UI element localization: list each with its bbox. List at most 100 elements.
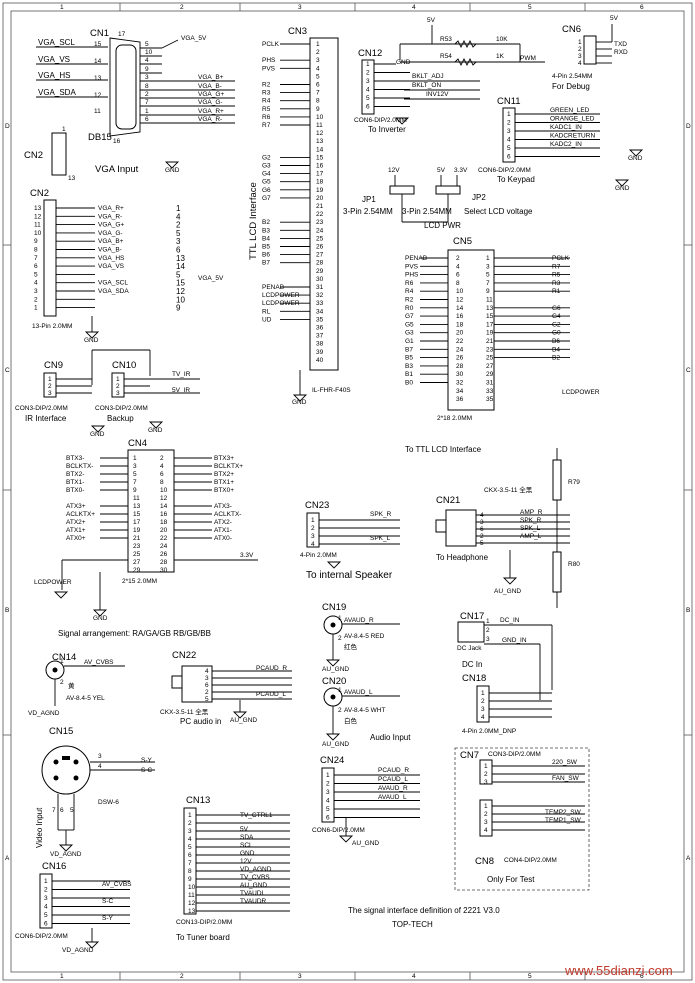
cn7-part: CON3-DIP/2.0MM	[488, 751, 541, 758]
cn4-left-net: BTX3-	[66, 455, 84, 462]
cn2b-pin-number: 9	[34, 238, 38, 245]
cn2b-map-number: 2	[176, 221, 181, 230]
cn3-pin-number: 17	[316, 171, 324, 178]
cn11-pin-number: 1	[507, 111, 511, 118]
cn24-ref: CN24	[320, 755, 344, 766]
cn11-caption: To Keypad	[497, 175, 535, 184]
cn17-dc-jack: CN17 DC Jack DC In DC_IN GND_IN 1 2 3	[457, 611, 553, 700]
cn7-net-fansw: FAN_SW	[552, 775, 580, 782]
cn21-caption: To Headphone	[436, 553, 489, 562]
cn12-net: BKLT_ON	[412, 82, 441, 89]
cn5-right-pin: 5	[486, 272, 490, 279]
cn4-right-pin: 28	[160, 559, 168, 566]
cn1-pin-number: 9	[145, 66, 149, 73]
ground-icon	[84, 941, 100, 949]
cn3-pin-number: 21	[316, 203, 324, 210]
cn3-net: G2	[262, 154, 271, 161]
gnd-label: GND	[93, 615, 108, 622]
cn5-left-net: G5	[405, 321, 414, 328]
cn3-net: PVS	[262, 65, 276, 72]
cn4-right-pin: 30	[160, 567, 168, 574]
cn4-right-net: BTX0+	[214, 487, 234, 494]
cn2b-pin-number: 4	[34, 280, 38, 287]
cn6-pin-number: 1	[578, 39, 582, 46]
cn13-caption: To Tuner board	[176, 933, 230, 942]
cn5-left-pin: 22	[456, 338, 464, 345]
cn4-right-pin: 8	[160, 479, 164, 486]
cn12-pin-number: 4	[366, 87, 370, 94]
cn24-pin-number: 3	[326, 789, 330, 796]
watermark: www.55dianzi.com	[564, 963, 673, 978]
cn5-right-pin: 29	[486, 371, 494, 378]
cn9-rows: 123	[48, 376, 92, 397]
cn5-left-net: G1	[405, 338, 414, 345]
cn6-vcc: 5V	[610, 15, 619, 22]
jp-lcd-pwr: LCD PWR	[424, 221, 461, 230]
cn13-ref: CN13	[186, 795, 210, 806]
cn7-net-220sw: 220_SW	[552, 759, 578, 766]
gnd-label: GND	[165, 167, 180, 174]
r53-value: 10K	[496, 36, 508, 43]
cn5-left-net: R4	[405, 288, 414, 295]
cn4-left-net: ATX0+	[66, 535, 86, 542]
cn3-net: B2	[262, 219, 270, 226]
cn1-right-net: VGA_G+	[198, 91, 224, 98]
cn5-part: 2*18 2.0MM	[437, 415, 472, 422]
cn2b-net: VGA_B+	[98, 238, 124, 245]
gnd-label: GND	[90, 431, 105, 438]
cn13-net: SCL	[240, 842, 253, 849]
cn5-left-net: R2	[405, 297, 414, 304]
cn21-pin-number: 6	[480, 526, 484, 533]
cn4-right-pin: 24	[160, 543, 168, 550]
footer-title: The signal interface definition of 2221 …	[348, 906, 500, 915]
cn21-part: CKX-3.5-11 全黑	[484, 485, 533, 494]
cn23-pin-number: 3	[311, 533, 315, 540]
cn2b-pin-number: 3	[34, 288, 38, 295]
cn1-pin-number: 1	[145, 108, 149, 115]
cn1-net-5v: VGA_5V	[181, 35, 207, 42]
cn3-net: PENAB	[262, 284, 284, 291]
ground-icon	[326, 561, 342, 569]
cn4-right-pin: 26	[160, 551, 168, 558]
cn18-ref: CN18	[462, 673, 486, 684]
cn21-pin-number: 5	[480, 540, 484, 547]
cn1-pin-number: 7	[145, 99, 149, 106]
cn22-ref: CN22	[172, 650, 196, 661]
cn4-left-net: ATX1+	[66, 527, 86, 534]
cn3-pin-number: 2	[316, 49, 320, 56]
cn1-pin-number: 5	[145, 41, 149, 48]
r80-label: R80	[568, 561, 580, 568]
cn14-pin-2: 2	[60, 679, 64, 686]
cn4-body	[127, 449, 175, 573]
cn13-body	[183, 807, 197, 915]
cn1-pin-number: 10	[145, 49, 153, 56]
cn4-right-net: ATX2-	[214, 519, 232, 526]
ground-icon	[84, 331, 100, 339]
cn5-caption: To TTL LCD Interface	[405, 445, 482, 454]
cn1-pin-number: 2	[145, 91, 149, 98]
cn11-body	[502, 107, 516, 163]
cn3-pin-number: 18	[316, 179, 324, 186]
cn19-pin-2: 2	[338, 635, 342, 642]
cn5-left-net: R6	[405, 280, 414, 287]
cn5-right-net: B4	[552, 346, 560, 353]
cn11-net: KADC1_IN	[550, 124, 582, 131]
cn5-left-pin: 6	[456, 272, 460, 279]
cn13-net: 5V	[240, 826, 249, 833]
cn7-pin-number: 3	[484, 779, 488, 786]
jp2-body	[435, 185, 461, 195]
cn24-net: AVAUD_R	[378, 785, 408, 792]
cn11-net: ORANGE_LED	[550, 116, 595, 123]
cn13-net: AU_GND	[240, 882, 267, 889]
cn5-left-net: R0	[405, 305, 414, 312]
ground-icon	[90, 425, 106, 433]
cn17-net-dc: DC_IN	[500, 617, 520, 624]
jp-33v: 3.3V	[454, 167, 468, 174]
cn10-pin-number: 3	[116, 390, 120, 397]
cn3-pin-number: 29	[316, 268, 324, 275]
cn16-pin-number: 3	[44, 895, 48, 902]
cn13-pin-number: 1	[188, 812, 192, 819]
cn3-pin-number: 23	[316, 219, 324, 226]
cn23-pin-number: 4	[311, 541, 315, 548]
